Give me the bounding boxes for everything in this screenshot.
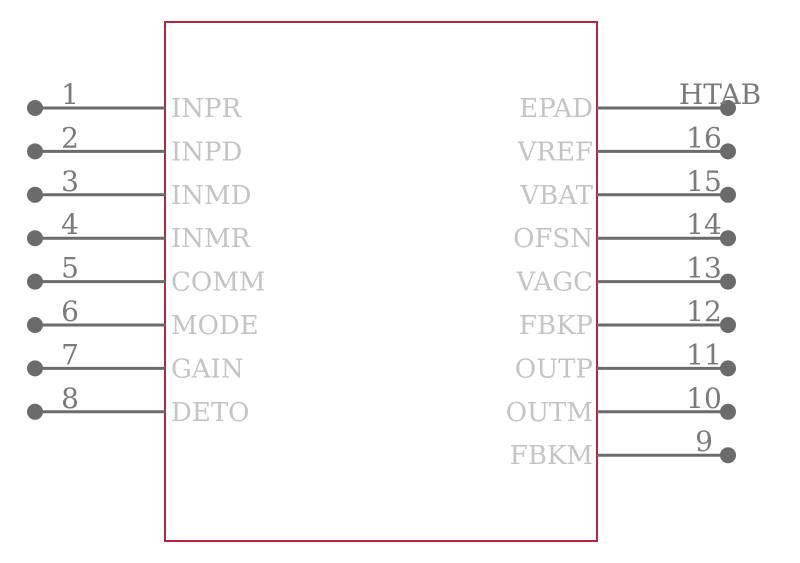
pin-terminal-dot <box>720 230 736 247</box>
pin-number: 7 <box>61 338 79 371</box>
pin-11: 11 OUTP <box>515 338 736 384</box>
pin-number: 16 <box>686 121 722 154</box>
pin-terminal-dot <box>720 403 736 420</box>
pin-number: 2 <box>61 121 79 154</box>
pin-name: INMD <box>171 181 252 211</box>
pin-terminal-dot <box>720 317 736 333</box>
pin-number: 5 <box>61 252 79 285</box>
pin-terminal-dot <box>720 186 736 203</box>
pin-3: 3 INMD <box>27 165 252 211</box>
pin-number: 13 <box>686 252 722 285</box>
pin-name: GAIN <box>171 354 244 384</box>
pin-number: HTAB <box>679 78 761 111</box>
pin-name: INMR <box>171 224 252 254</box>
pin-number: 9 <box>695 425 713 458</box>
pin-name: COMM <box>171 268 265 298</box>
pin-name: INPD <box>171 137 242 167</box>
pin-15: 15 VBAT <box>519 165 736 211</box>
pin-8: 8 DETO <box>27 382 249 428</box>
pin-terminal-dot <box>720 360 736 377</box>
pin-number: 8 <box>61 382 79 415</box>
pin-terminal-dot <box>27 403 43 420</box>
pin-terminal-dot <box>720 273 736 290</box>
pin-name: VREF <box>517 137 593 167</box>
pin-number: 12 <box>686 295 722 328</box>
pin-16: 16 VREF <box>517 121 736 167</box>
pin-terminal-dot <box>27 100 43 116</box>
pin-10: 10 OUTM <box>506 382 736 428</box>
pin-5: 5 COMM <box>27 252 265 298</box>
pin-7: 7 GAIN <box>27 338 244 384</box>
pin-number: 11 <box>686 338 722 371</box>
pin-number: 3 <box>61 165 79 198</box>
pin-terminal-dot <box>27 143 43 160</box>
pin-name: INPR <box>171 94 243 124</box>
pin-14: 14 OFSN <box>513 208 736 254</box>
pin-name: EPAD <box>519 94 593 124</box>
pin-number: 10 <box>686 382 722 415</box>
pin-terminal-dot <box>27 186 43 203</box>
pin-terminal-dot <box>27 230 43 247</box>
left-pin-group: 1 INPR 2 INPD 3 INMD 4 INMR 5 COMM 6 MODE 7 GAIN 8 DETO <box>27 78 265 428</box>
pin-name: DETO <box>171 398 249 428</box>
pin-name: VAGC <box>516 268 593 298</box>
pin-number: 1 <box>61 78 79 111</box>
pin-1: 1 INPR <box>27 78 243 124</box>
pin-terminal-dot <box>720 447 736 464</box>
pin-terminal-dot <box>720 100 736 116</box>
pin-terminal-dot <box>27 273 43 290</box>
right-pin-group: HTABEPAD16VREF15VBAT14OFSN13VAGC12FBKP11… <box>506 78 761 471</box>
pin-number: 6 <box>61 295 79 328</box>
pin-number: 15 <box>686 165 722 198</box>
pin-terminal-dot <box>27 317 43 333</box>
pin-9: 9 FBKM <box>510 425 736 471</box>
pin-terminal-dot <box>720 143 736 160</box>
pin-name: OUTP <box>515 354 593 384</box>
pin-name: OUTM <box>506 398 593 428</box>
pin-4: 4 INMR <box>27 208 252 254</box>
pin-13: 13 VAGC <box>516 252 736 298</box>
pin-6: 6 MODE <box>27 295 259 341</box>
pin-name: VBAT <box>519 181 593 211</box>
pin-12: 12 FBKP <box>519 295 736 341</box>
pin-number: 14 <box>686 208 722 241</box>
pin-2: 2 INPD <box>27 121 242 167</box>
pin-name: FBKM <box>510 441 593 471</box>
pin-htab: HTAB EPAD <box>519 78 761 124</box>
pin-name: OFSN <box>513 224 593 254</box>
pin-name: MODE <box>171 311 259 341</box>
pin-terminal-dot <box>27 360 43 377</box>
pin-number: 4 <box>61 208 79 241</box>
pin-name: FBKP <box>519 311 593 341</box>
